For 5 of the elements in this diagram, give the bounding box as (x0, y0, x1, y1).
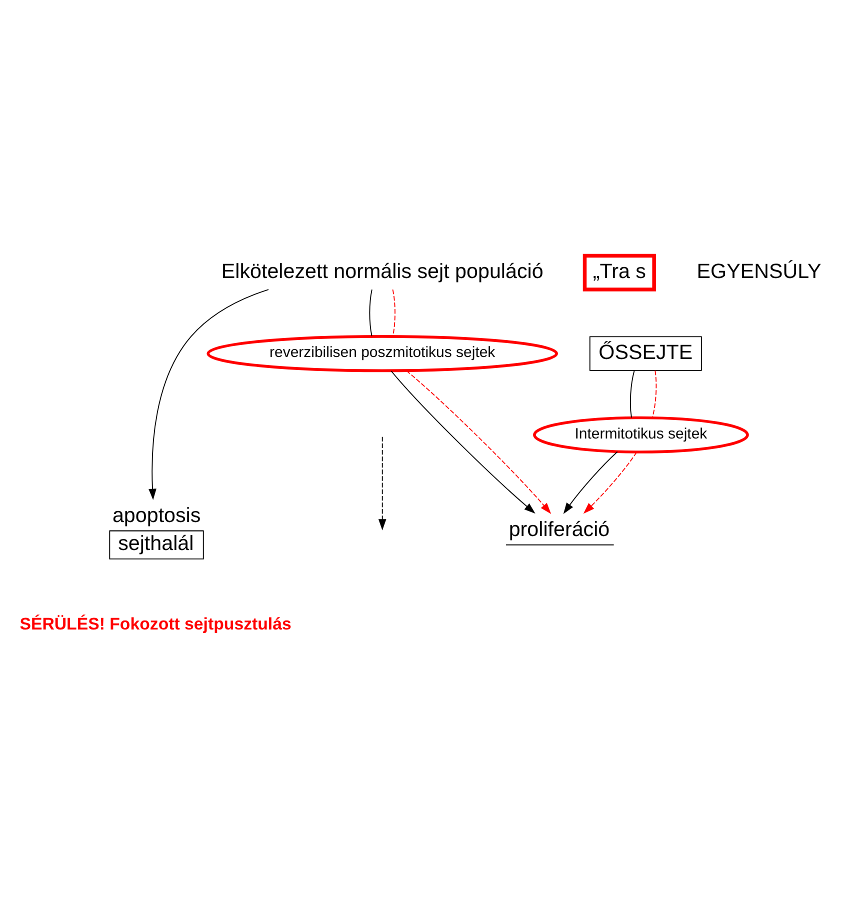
node-text: Elkötelezett normális sejt populáció (221, 259, 544, 282)
node-label: apoptosis (112, 504, 201, 526)
label: EGYENSÚLY (696, 259, 822, 282)
label: SÉRÜLÉS! Fokozott sejtpusztulás (20, 614, 292, 634)
node-text: proliferáció (508, 518, 610, 541)
